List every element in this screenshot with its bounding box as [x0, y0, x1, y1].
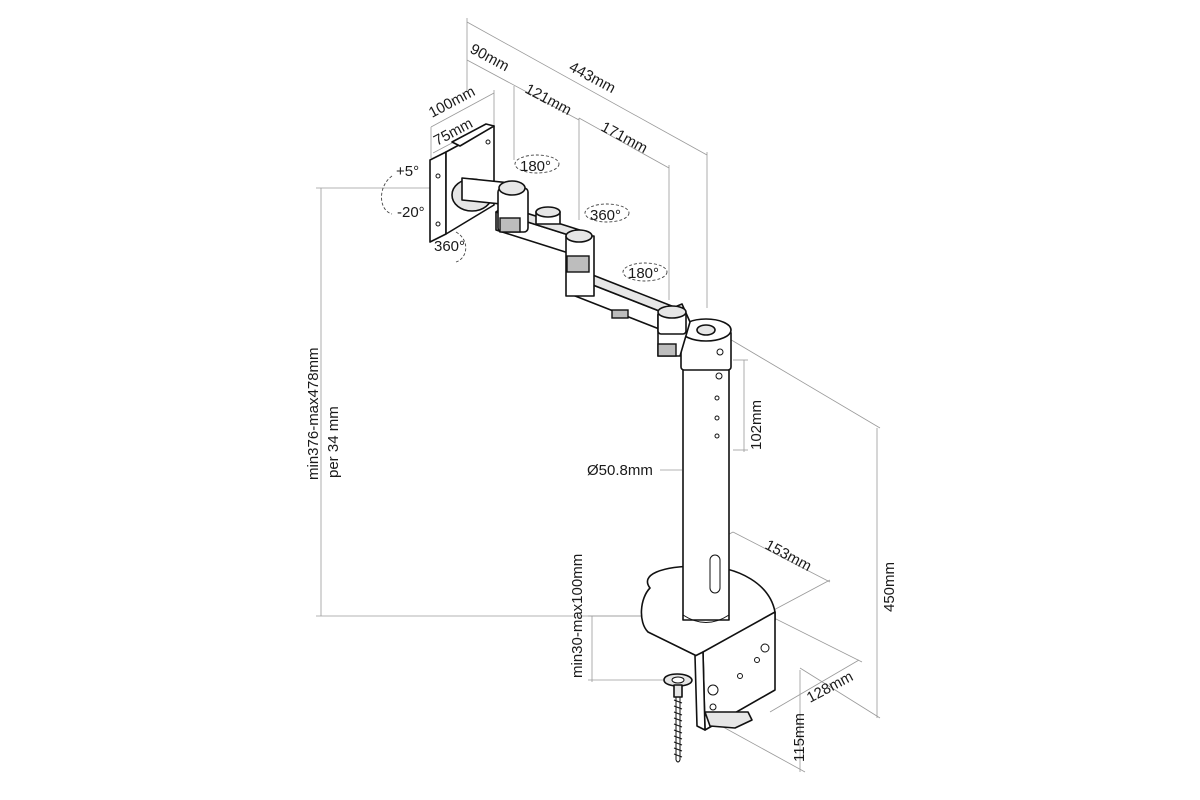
label-tilt-down: -20° — [397, 204, 425, 221]
label-arm3-rotation: 180° — [628, 265, 659, 282]
dimension-lines — [316, 18, 881, 773]
label-hole-spacing: 102mm — [748, 400, 765, 450]
label-pole-height: 450mm — [881, 562, 898, 612]
label-base-width: 153mm — [762, 537, 814, 575]
label-arm1-rotation: 180° — [520, 158, 551, 175]
vesa-head — [429, 123, 529, 243]
label-base-depth: 128mm — [804, 668, 856, 706]
lower-arm — [569, 269, 691, 357]
label-171mm: 171mm — [598, 119, 650, 157]
label-tilt-up: +5° — [396, 163, 419, 180]
rotation-indicators — [381, 154, 668, 282]
label-90mm: 90mm — [467, 41, 512, 76]
label-height-range: min376-max478mm — [305, 347, 322, 480]
pole — [680, 318, 732, 623]
dimension-labels: 90mm 443mm 121mm 171mm 100mm 75mm +5° -2… — [305, 41, 898, 762]
label-clamp-thickness: min30-max100mm — [569, 554, 586, 678]
label-head-rotation: 360° — [434, 238, 465, 255]
label-pole-diameter: Ø50.8mm — [587, 462, 653, 479]
label-height-step: per 34 mm — [325, 406, 342, 478]
label-clamp-height: 115mm — [791, 713, 808, 762]
label-121mm: 121mm — [522, 81, 574, 119]
label-arm2-rotation: 360° — [590, 207, 621, 224]
